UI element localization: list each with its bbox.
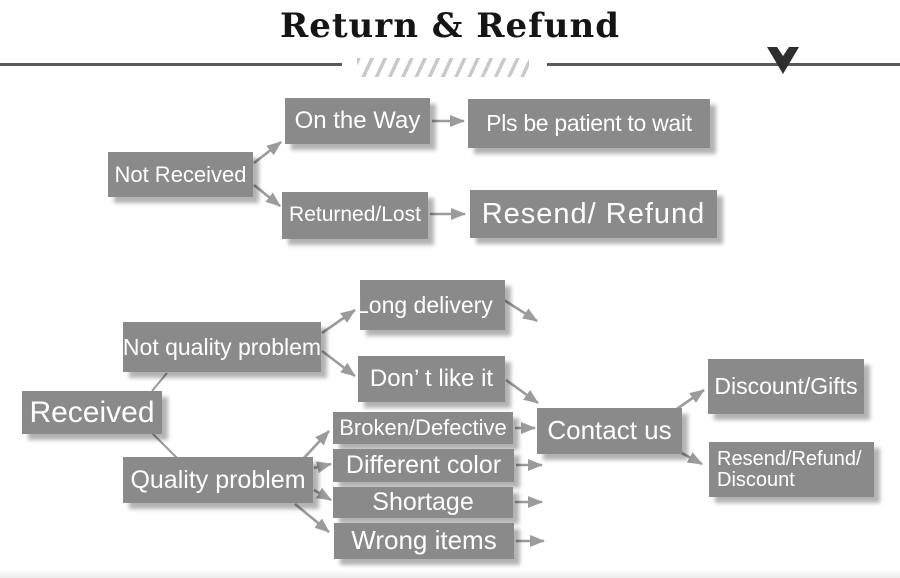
node-returned-lost: Returned/Lost xyxy=(282,192,428,239)
node-contact-us: Contact us xyxy=(537,408,682,454)
node-wrong-items: Wrong items xyxy=(334,523,514,559)
node-resend-refund-discount: Resend/Refund/ Discount xyxy=(709,442,874,497)
node-pls-be-patient: Pls be patient to wait xyxy=(468,99,710,148)
node-not-received: Not Received xyxy=(108,152,253,197)
chevron-down-icon xyxy=(767,47,799,74)
node-resend-refund-discount-line2: Discount xyxy=(717,468,795,491)
node-received: Received xyxy=(22,391,162,434)
node-not-quality-problem: Not quality problem xyxy=(123,322,321,372)
node-dont-like-it: Don’ t like it xyxy=(358,356,505,402)
node-resend-refund-discount-line1: Resend/Refund/ xyxy=(717,447,862,470)
node-broken-defective: Broken/Defective xyxy=(333,412,513,444)
node-resend-refund: Resend/ Refund xyxy=(470,190,717,238)
node-shortage: Shortage xyxy=(333,487,513,518)
node-quality-problem: Quality problem xyxy=(123,457,313,503)
node-long-delivery: Long delivery xyxy=(360,280,505,330)
divider-line-right xyxy=(547,63,900,66)
node-different-color: Different color xyxy=(333,449,514,482)
page-title: Return & Refund xyxy=(279,6,621,46)
divider-line-left xyxy=(0,63,342,66)
node-discount-gifts: Discount/Gifts xyxy=(708,359,864,414)
page-bottom-shade xyxy=(0,569,900,578)
node-on-the-way: On the Way xyxy=(285,98,430,144)
hatch-decoration xyxy=(357,58,529,77)
